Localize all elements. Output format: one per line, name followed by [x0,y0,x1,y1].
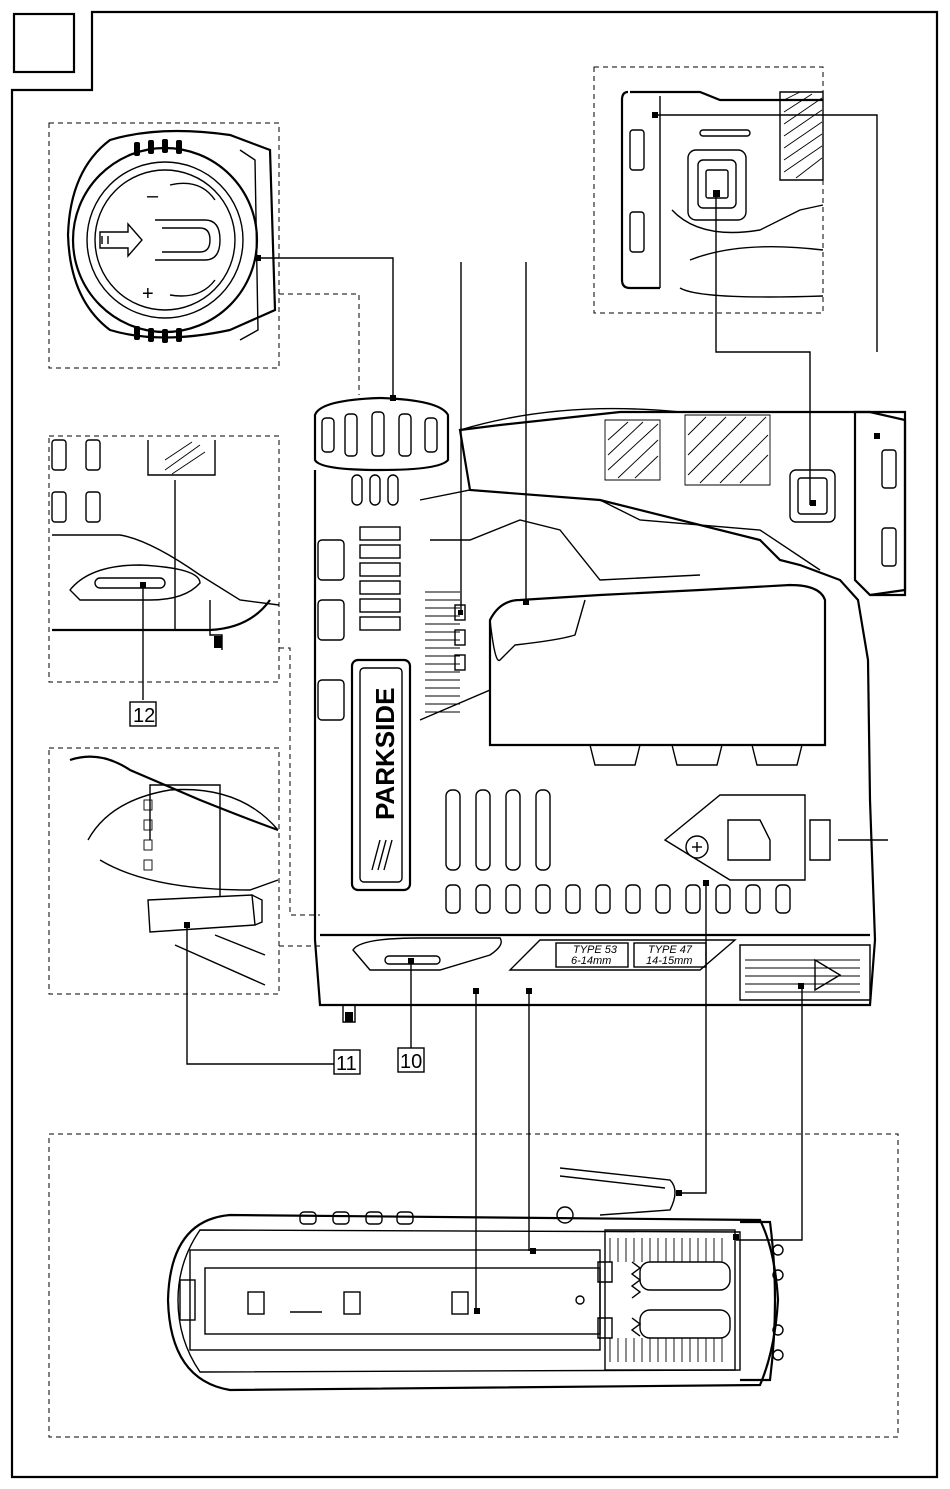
figure-number-box [14,14,74,72]
detail-depth-dial: – + [49,123,393,398]
callout-10-label: 10 [400,1051,422,1073]
detail-staple-guide: 11 [49,748,360,1075]
main-tool: PARKSIDE [315,262,905,1073]
dial-plus-mark: + [142,283,154,305]
staple-range-label: 6-14mm [571,955,611,967]
brand-label: PARKSIDE [370,688,400,820]
callout-12-label: 12 [133,705,155,727]
nail-range-label: 14-15mm [646,955,692,967]
detail-battery-release [594,67,877,505]
dial-minus-mark: – [147,185,159,207]
detail-bottom-view [49,882,898,1437]
callout-11-label: 11 [336,1053,357,1075]
